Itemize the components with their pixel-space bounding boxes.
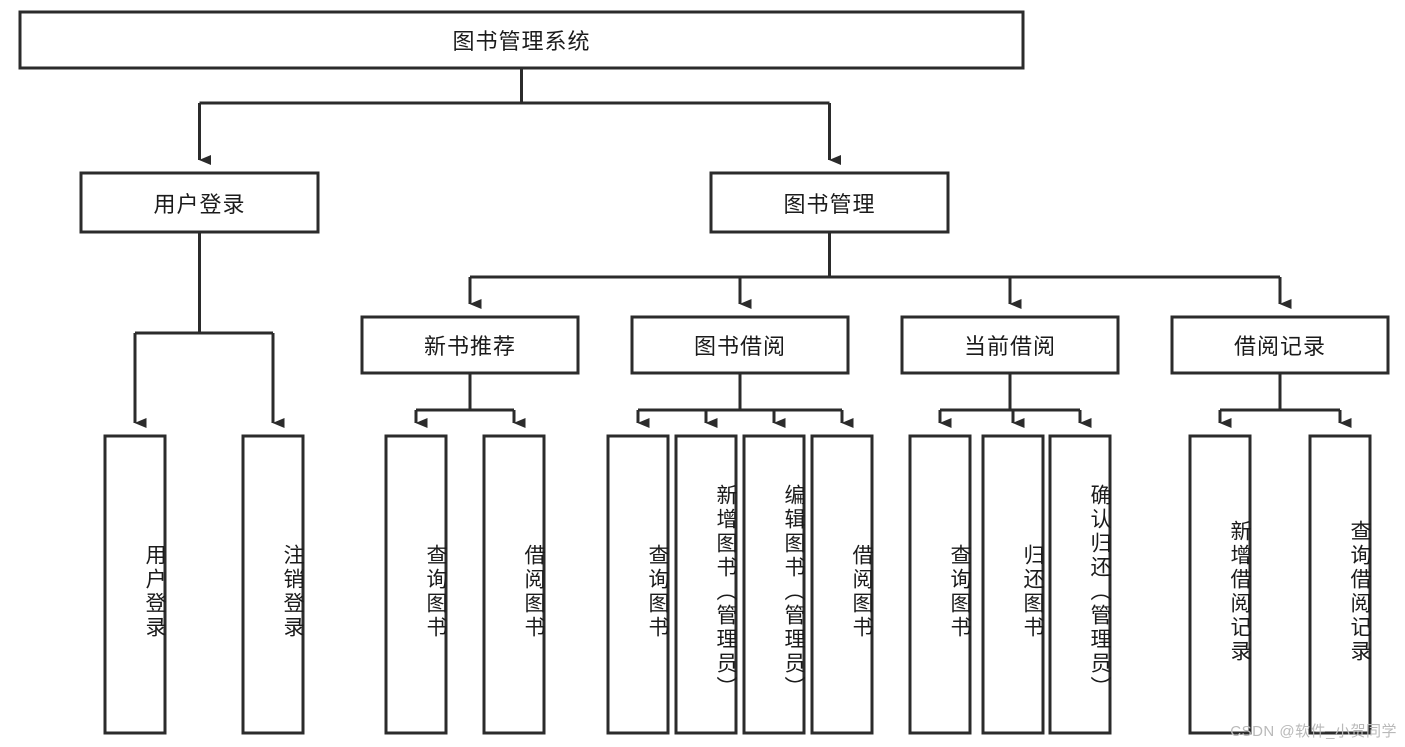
l3-box-借阅记录[interactable] (1170, 315, 1390, 375)
leaf-box-归还图书[interactable] (981, 434, 1045, 735)
leaf-box-查询图书[interactable] (606, 434, 670, 735)
l2-box-用户登录[interactable] (79, 171, 320, 234)
leaf-box-新增图书管理员[interactable] (674, 434, 738, 735)
box-outlines-group (18, 10, 1390, 735)
leaf-box-查询图书[interactable] (908, 434, 972, 735)
leaf-box-编辑图书管理员[interactable] (742, 434, 806, 735)
leaf-box-查询借阅记录[interactable] (1308, 434, 1372, 735)
leaf-box-用户登录[interactable] (103, 434, 167, 735)
leaf-box-查询图书[interactable] (384, 434, 448, 735)
leaf-box-注销登录[interactable] (241, 434, 305, 735)
leaf-box-确认归还管理员[interactable] (1048, 434, 1112, 735)
l3-box-当前借阅[interactable] (900, 315, 1120, 375)
csdn-watermark: CSDN @软件_小贺同学 (1230, 723, 1397, 740)
connector-lines-group (133, 68, 1352, 428)
leaf-box-借阅图书[interactable] (810, 434, 874, 735)
l2-box-图书管理[interactable] (709, 171, 950, 234)
leaf-box-借阅图书[interactable] (482, 434, 546, 735)
leaf-box-新增借阅记录[interactable] (1188, 434, 1252, 735)
l3-box-图书借阅[interactable] (630, 315, 850, 375)
root-box-图书管理系统[interactable] (18, 10, 1025, 70)
l3-box-新书推荐[interactable] (360, 315, 580, 375)
